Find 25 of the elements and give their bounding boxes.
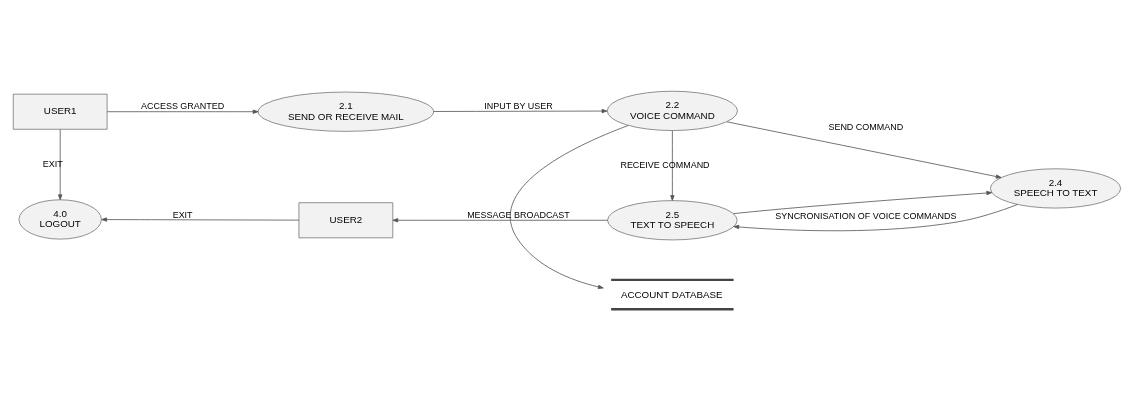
edge-label: EXIT: [172, 209, 193, 220]
arrow: [733, 203, 1019, 231]
edge-label: RECEIVE COMMAND: [620, 159, 710, 170]
node-box: USER2: [298, 201, 394, 238]
arrow: [726, 120, 1002, 179]
node-text: ACCOUNT DATABASE: [620, 287, 723, 299]
arrow: [58, 128, 63, 200]
edge-label: SYNCRONISATION OF VOICE COMMANDS: [775, 210, 957, 221]
node-ellipse: 2.2 VOICE COMMAND: [606, 90, 738, 131]
arrow: [509, 124, 629, 289]
node-ellipse: 2.1 SEND OR RECEIVE MAIL: [257, 91, 434, 132]
arrow: [392, 217, 608, 222]
edge-label: MESSAGE BROADCAST: [467, 209, 570, 220]
edge-label: ACCESS GRANTED: [141, 100, 225, 111]
node-ellipse: 2.4 SPEECH TO TEXT: [989, 167, 1122, 208]
edge-label: SEND COMMAND: [828, 121, 904, 131]
arrow: [101, 216, 300, 222]
edge-label: EXIT: [42, 158, 63, 169]
edge-label: INPUT BY USER: [484, 100, 553, 111]
node-ellipse: 4.0 LOGOUT: [18, 198, 102, 239]
arrow: [433, 108, 608, 113]
arrow: [733, 190, 993, 214]
arrow: [670, 129, 675, 201]
arrow: [106, 109, 259, 114]
node-box: USER1: [12, 93, 108, 130]
